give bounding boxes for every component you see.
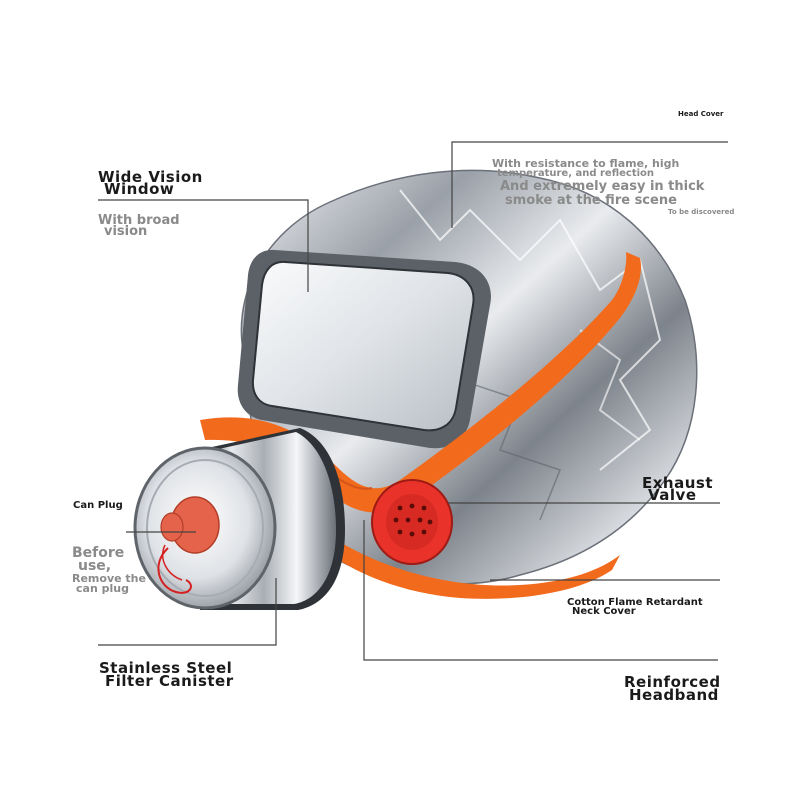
neck-cover	[290, 500, 620, 599]
wide-vision-window-label: Wide Vision	[98, 168, 203, 186]
filter-canister-label-2: Filter Canister	[105, 672, 234, 690]
filter-canister-label: Stainless Steel	[99, 659, 233, 677]
thick-smoke-text: And extremely easy in thick	[500, 179, 705, 194]
neck-cover-label: Cotton Flame Retardant	[567, 597, 703, 608]
before-use-text-2: use,	[78, 558, 112, 574]
can-plug-label: Can Plug	[73, 500, 123, 511]
exhaust-valve-label: Exhaust	[642, 474, 713, 492]
remove-plug-text: Remove the	[72, 572, 146, 585]
flame-resistance-text-2: temperature, and reflection	[497, 168, 655, 179]
callout-lines	[98, 141, 728, 661]
headband-label: Reinforced	[624, 673, 721, 691]
head-cover-label: Head Cover	[678, 110, 724, 118]
exhaust-valve-label-2: Valve	[648, 486, 697, 504]
neck-cover-label-2: Neck Cover	[572, 606, 636, 617]
to-be-discovered-text: To be discovered	[668, 208, 735, 216]
remove-plug-text-2: can plug	[76, 582, 129, 595]
exhaust-valve	[371, 479, 453, 565]
before-use-text: Before	[72, 545, 125, 561]
wide-vision-window	[237, 249, 491, 449]
broad-vision-text-2: vision	[104, 224, 148, 239]
headband-label-2: Headband	[629, 686, 719, 704]
broad-vision-text: With broad	[98, 213, 180, 228]
thick-smoke-text-2: smoke at the fire scene	[505, 193, 677, 208]
flame-resistance-text: With resistance to flame, high	[492, 157, 680, 170]
can-plug	[157, 496, 220, 594]
wide-vision-window-label-2: Window	[104, 180, 175, 198]
